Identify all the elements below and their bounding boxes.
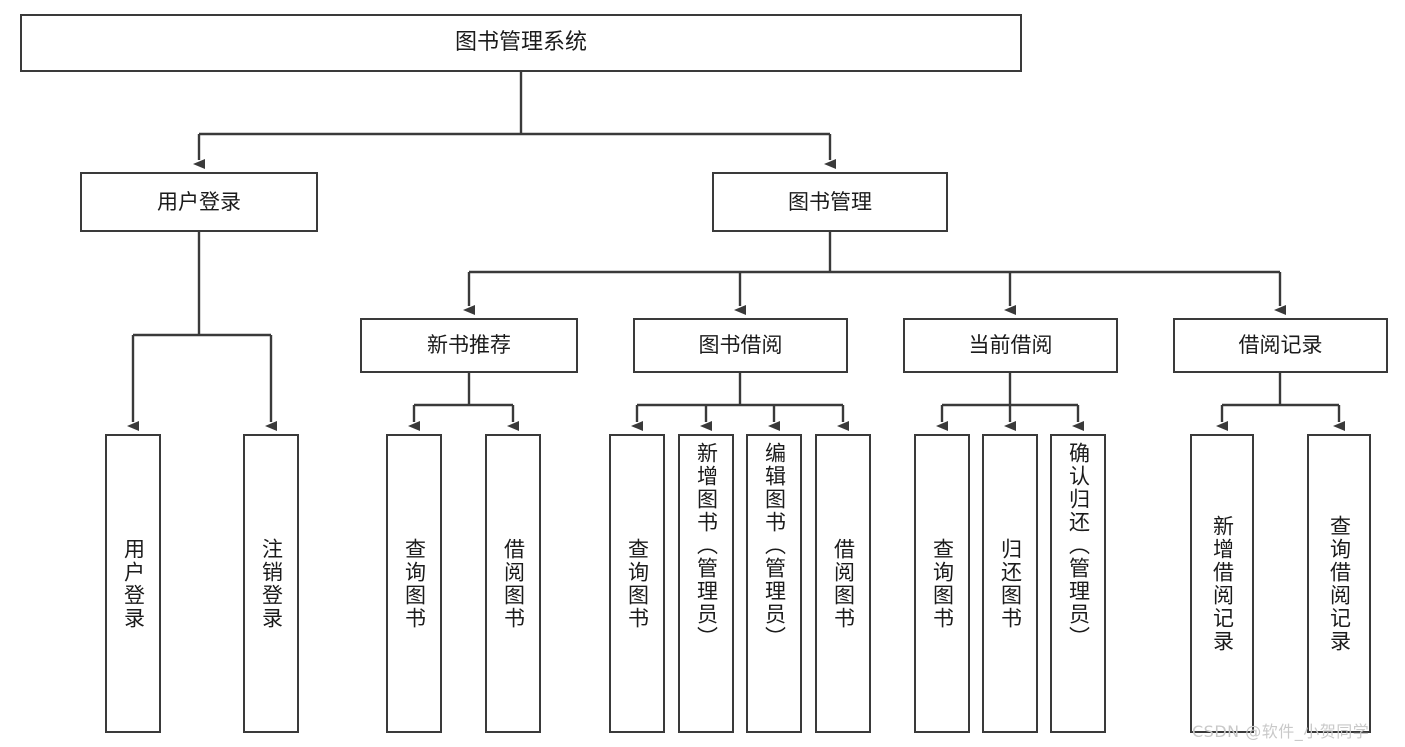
leaf-borrow-edit-book-admin[interactable]: 编辑图书（管理员） [746, 434, 802, 733]
node-borrow-record[interactable]: 借阅记录 [1173, 318, 1388, 373]
leaf-user-login-login[interactable]: 用户登录 [105, 434, 161, 733]
node-label: 归还图书 [998, 537, 1023, 630]
leaf-borrow-query-book[interactable]: 查询图书 [609, 434, 665, 733]
node-label: 借阅记录 [1238, 333, 1323, 358]
leaf-recommend-query-book[interactable]: 查询图书 [386, 434, 442, 733]
leaf-current-query-book[interactable]: 查询图书 [914, 434, 970, 733]
node-label: 借阅图书 [501, 537, 526, 630]
leaf-record-add-record[interactable]: 新增借阅记录 [1190, 434, 1254, 733]
leaf-borrow-borrow-book[interactable]: 借阅图书 [815, 434, 871, 733]
node-label: 图书借阅 [698, 333, 783, 358]
node-label: 查询图书 [625, 537, 650, 630]
node-label: 编辑图书（管理员） [762, 442, 787, 649]
node-label: 新增借阅记录 [1210, 514, 1235, 653]
leaf-user-login-logout[interactable]: 注销登录 [243, 434, 299, 733]
node-label: 借阅图书 [831, 537, 856, 630]
node-label: 确认归还（管理员） [1066, 442, 1091, 649]
node-user-login[interactable]: 用户登录 [80, 172, 318, 232]
node-book-borrow[interactable]: 图书借阅 [633, 318, 848, 373]
leaf-current-return-book[interactable]: 归还图书 [982, 434, 1038, 733]
node-label: 查询借阅记录 [1327, 514, 1352, 653]
node-label: 当前借阅 [968, 333, 1053, 358]
node-current-borrow[interactable]: 当前借阅 [903, 318, 1118, 373]
leaf-borrow-add-book-admin[interactable]: 新增图书（管理员） [678, 434, 734, 733]
node-label: 用户登录 [157, 189, 241, 214]
node-book-management[interactable]: 图书管理 [712, 172, 948, 232]
leaf-record-query-record[interactable]: 查询借阅记录 [1307, 434, 1371, 733]
node-label: 注销登录 [259, 537, 284, 630]
node-root-system[interactable]: 图书管理系统 [20, 14, 1022, 72]
node-label: 图书管理 [788, 189, 872, 214]
node-label: 查询图书 [402, 537, 427, 630]
node-label: 图书管理系统 [454, 30, 587, 56]
csdn-watermark: CSDN @软件_小贺同学 [1192, 722, 1370, 741]
node-label: 新书推荐 [427, 333, 511, 358]
node-label: 新增图书（管理员） [694, 442, 719, 649]
node-new-book-recommend[interactable]: 新书推荐 [360, 318, 578, 373]
leaf-current-confirm-return-admin[interactable]: 确认归还（管理员） [1050, 434, 1106, 733]
node-label: 用户登录 [121, 537, 146, 630]
node-label: 查询图书 [930, 537, 955, 630]
leaf-recommend-borrow-book[interactable]: 借阅图书 [485, 434, 541, 733]
